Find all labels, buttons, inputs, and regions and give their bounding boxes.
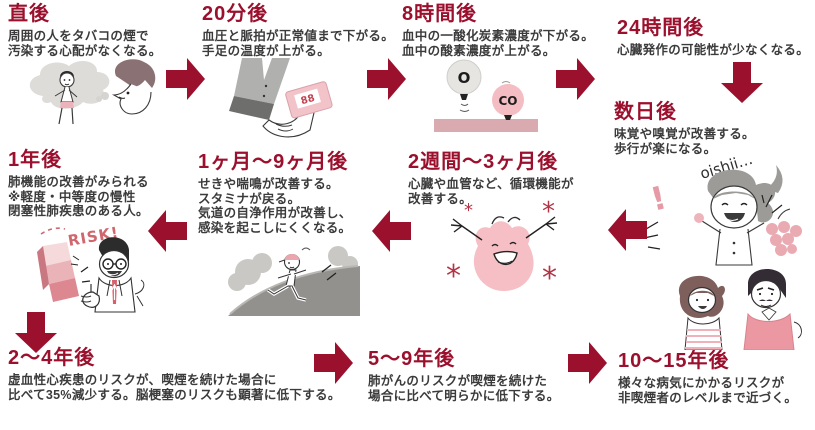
step-title: 1年後	[8, 149, 63, 171]
step-2-4-years: 2〜4年後 虚血性心疾患のリスクが、喫煙を続けた場合に 比べて35%減少する。脳…	[8, 347, 341, 402]
step-24-hours: 24時間後 心臓発作の可能性が少なくなる。	[617, 17, 810, 57]
balloon-o-label: O	[458, 69, 471, 87]
jogging-person-illustration	[228, 246, 360, 316]
step-immediately: 直後 周囲の人をタバコの煙で 汚染する心配がなくなる。	[8, 3, 162, 58]
step-title: 2週間〜3ヶ月後	[408, 151, 559, 173]
blood-pressure-monitor-illustration: 88	[229, 58, 333, 138]
svg-text:88: 88	[300, 93, 316, 107]
exclamation-mark: !	[647, 178, 670, 218]
arrow-left-2	[372, 210, 411, 252]
arrow-left-1	[608, 209, 647, 251]
step-title: 数日後	[614, 101, 677, 123]
grape-bunch	[766, 208, 802, 256]
arrow-right-1	[166, 58, 205, 100]
sparkle: *	[542, 198, 555, 227]
step-20-minutes: 20分後 血圧と脈拍が正常値まで下がる。 手足の温度が上がる。	[202, 3, 395, 58]
happy-heart-illustration: * * * *	[446, 198, 558, 295]
smiling-couple-illustration	[678, 269, 802, 350]
balloon-co-label: CO	[498, 94, 517, 108]
arrow-right-5	[568, 342, 607, 384]
step-5-9-years: 5〜9年後 肺がんのリスクが喫煙を続けた 場合に比べて明らかに低下する。	[368, 348, 560, 403]
arrow-down-2	[15, 312, 57, 353]
arrow-right-2	[367, 58, 406, 100]
step-10-15-years: 10〜15年後 様々な病気にかかるリスクが 非喫煙者のレベルまで近づく。	[618, 350, 798, 405]
o-co-balloons-illustration: O CO	[434, 59, 538, 132]
arrow-right-4	[314, 342, 353, 384]
step-title: 10〜15年後	[618, 350, 730, 372]
arrow-left-3	[148, 210, 187, 252]
step-title: 20分後	[202, 3, 269, 25]
doctor-thumbs-up-illustration: RISK!	[37, 223, 145, 313]
smoke-at-bystander-illustration	[29, 59, 156, 125]
step-1-year: 1年後 肺機能の改善がみられる ※軽度・中等度の慢性 閉塞性肺疾患のある人。	[8, 149, 149, 218]
step-2-weeks-3-months: 2週間〜3ヶ月後 心臓や血管など、循環機能が 改善する。	[408, 151, 574, 206]
step-title: 1ヶ月〜9ヶ月後	[198, 151, 349, 173]
girl-eating-grapes-illustration: oishii… !	[643, 150, 802, 266]
step-title: 直後	[8, 3, 50, 25]
arrow-right-3	[556, 58, 595, 100]
step-title: 5〜9年後	[368, 348, 456, 370]
step-few-days: 数日後 味覚や嗅覚が改善する。 歩行が楽になる。	[614, 101, 755, 156]
sparkle: *	[446, 259, 461, 294]
step-8-hours: 8時間後 血中の一酸化炭素濃度が下がる。 血中の酸素濃度が上がる。	[402, 3, 595, 58]
step-1-9-months: 1ヶ月〜9ヶ月後 せきや喘鳴が改善する。 スタミナが戻る。 気道の自浄作用が改善…	[198, 151, 352, 235]
step-title: 8時間後	[402, 3, 478, 25]
step-title: 2〜4年後	[8, 347, 96, 369]
sparkle: *	[542, 261, 557, 295]
arrow-down-1	[721, 62, 763, 103]
step-title: 24時間後	[617, 17, 705, 39]
sparkle: *	[464, 200, 473, 221]
